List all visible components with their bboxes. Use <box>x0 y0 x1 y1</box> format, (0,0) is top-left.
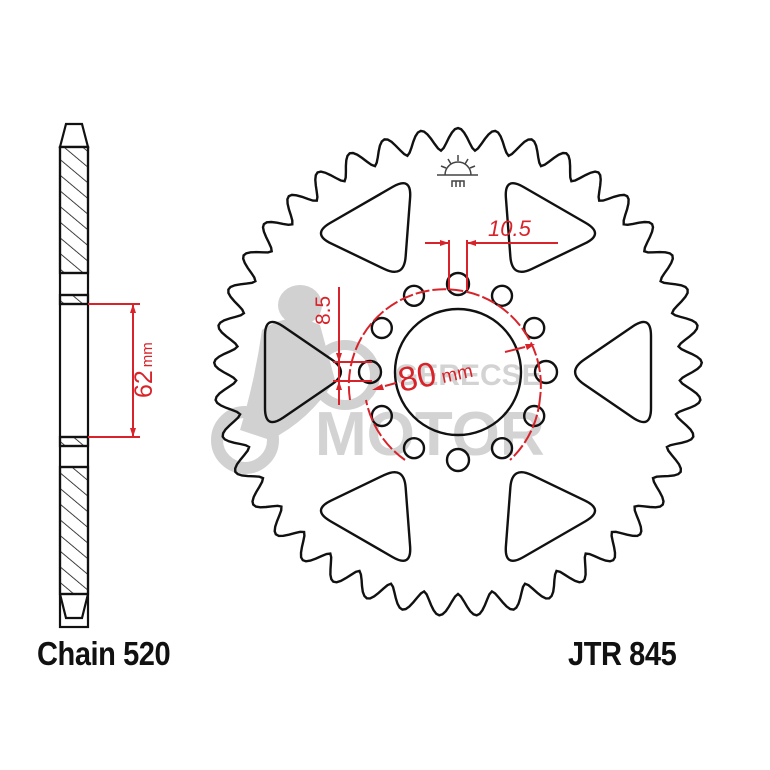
lightening-holes <box>263 182 653 562</box>
bolt-hole-dim-value: 10.5 <box>488 216 532 241</box>
svg-text:62mm: 62 mm <box>130 342 158 398</box>
watermark-rider-icon <box>211 285 380 474</box>
bolt-hole <box>523 316 546 340</box>
bolt-hole <box>402 437 426 460</box>
side-view <box>58 122 90 629</box>
bolt-hole <box>445 271 471 297</box>
part-number-label: JTR 845 <box>568 635 677 672</box>
svg-text:80mm: 80mm <box>395 347 476 400</box>
lightening-hole <box>504 471 597 562</box>
lightening-hole <box>573 320 653 424</box>
lightening-hole <box>319 182 412 273</box>
dimension-10.5: 10.5 <box>425 216 558 290</box>
bolt-holes <box>357 271 559 473</box>
chain-size-label: Chain 520 <box>37 635 171 672</box>
sprocket-teeth-outline <box>212 126 704 617</box>
jt-logo-icon <box>437 155 478 187</box>
offset-dim-value: 8.5 <box>312 296 335 325</box>
bolt-hole <box>402 284 426 307</box>
bolt-hole <box>445 447 471 473</box>
bolt-hole <box>370 404 393 428</box>
side-dim-unit: mm <box>139 342 156 367</box>
side-dim-value: 62 <box>130 370 158 398</box>
lightening-hole <box>263 320 343 424</box>
bolt-hole <box>370 316 393 340</box>
bolt-hole <box>533 359 559 385</box>
dimension-62mm: 62 mm <box>88 303 158 438</box>
center-bore <box>393 307 523 437</box>
bolt-hole <box>490 437 514 460</box>
lightening-hole <box>504 182 597 273</box>
bolt-hole <box>490 284 514 307</box>
pcd-value: 80 <box>395 355 440 400</box>
dimension-8.5: 8.5 <box>312 287 372 405</box>
dimension-80mm: 80mm <box>347 288 542 461</box>
watermark-text-top: GERECSE <box>395 359 542 392</box>
sprocket-front-view <box>212 126 704 617</box>
lightening-hole <box>319 471 412 562</box>
